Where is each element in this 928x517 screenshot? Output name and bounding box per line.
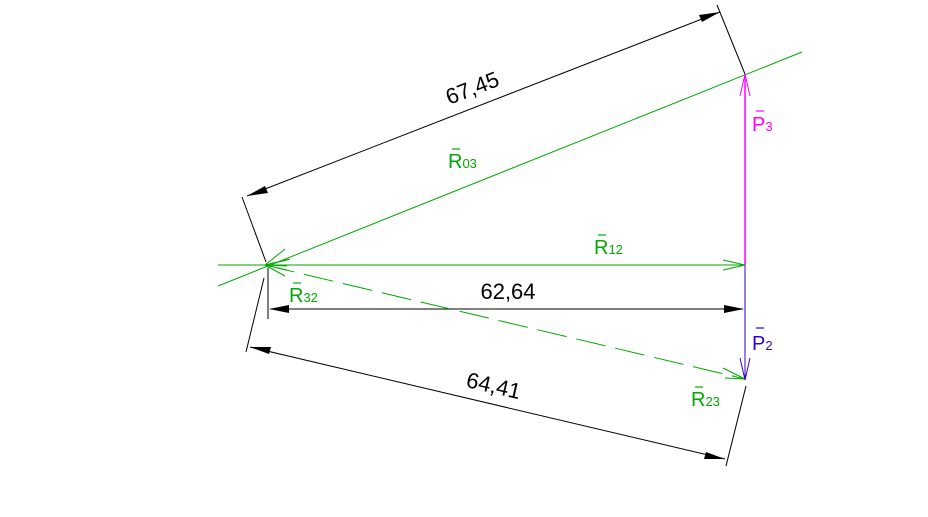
r03-action-line — [217, 51, 803, 287]
arrowhead — [264, 264, 288, 277]
arrowhead — [269, 305, 289, 313]
arrowhead — [739, 357, 751, 381]
dimension-62-64: 62,64 — [267, 266, 746, 319]
label-p3: P3 — [752, 110, 773, 136]
extension-line — [716, 4, 746, 75]
label-r12: R12 — [594, 234, 623, 259]
arrowhead — [722, 367, 746, 380]
vector-p2-line — [739, 265, 751, 381]
vector-r12-line — [218, 259, 746, 271]
dimension-line — [246, 11, 721, 197]
dimension-label: 67,45 — [442, 66, 502, 109]
label-r32: R32 — [289, 282, 318, 307]
label-p2-text: P2 — [752, 333, 773, 355]
arrowhead — [739, 73, 751, 97]
dimension-67-45: 67,45 — [241, 4, 746, 263]
dimension-line — [249, 346, 726, 460]
extension-line — [241, 196, 267, 263]
arrowhead — [247, 186, 268, 196]
label-r03-text: R03 — [448, 151, 477, 173]
label-r32-text: R32 — [289, 285, 318, 307]
label-r23: R23 — [691, 386, 720, 411]
dimension-label: 62,64 — [480, 279, 535, 304]
vector-p3-line — [739, 73, 751, 265]
extension-line — [245, 277, 265, 353]
extension-line — [725, 385, 747, 467]
dimension-label: 64,41 — [464, 367, 523, 404]
label-p3-text: P3 — [752, 114, 773, 136]
arrowhead — [699, 12, 720, 22]
label-r23-text: R23 — [691, 389, 720, 411]
arrowhead — [250, 347, 271, 354]
arrowhead — [724, 305, 744, 313]
vector-r03-line — [217, 51, 803, 287]
label-r03: R03 — [448, 148, 477, 173]
arrowhead — [704, 452, 725, 459]
label-r12-text: R12 — [594, 237, 623, 259]
dimension-64-41: 64,41 — [245, 277, 747, 467]
label-p2: P2 — [752, 327, 773, 355]
r23-dashed-line — [264, 264, 746, 380]
